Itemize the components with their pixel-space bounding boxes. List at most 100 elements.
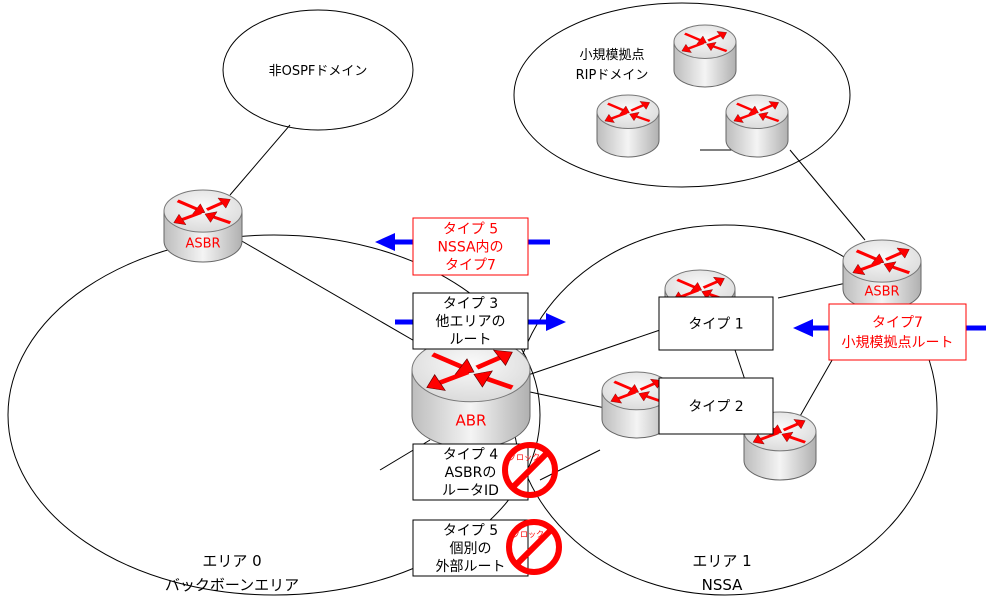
type4-block-sign: ブロック bbox=[502, 442, 558, 498]
arrow-head bbox=[492, 349, 513, 367]
area-1-label: NSSA bbox=[702, 576, 744, 594]
arrow-head bbox=[733, 113, 744, 123]
block-circle-icon bbox=[502, 442, 558, 498]
arrow-head bbox=[896, 247, 910, 259]
box-frame bbox=[658, 377, 774, 435]
arrow-shaft bbox=[684, 32, 701, 42]
area-0-label: バックボーンエリア bbox=[165, 576, 299, 594]
arrow-shaft bbox=[639, 382, 655, 391]
arrow-shaft bbox=[860, 261, 881, 271]
block-label: ブロック bbox=[508, 452, 540, 462]
router-label: ASBR bbox=[864, 284, 899, 299]
arrow-head bbox=[716, 31, 727, 40]
box-frame bbox=[828, 303, 967, 361]
non-ospf-domain bbox=[222, 9, 414, 131]
type5-block-sign: ブロック bbox=[506, 519, 562, 575]
non-ospf-domain-label: 非OSPFドメイン bbox=[269, 64, 368, 79]
arrow-head bbox=[781, 431, 794, 443]
rip-router-1 bbox=[673, 24, 737, 88]
rip-router-2 bbox=[596, 94, 660, 158]
type5-nssa-box-text: タイプ7 bbox=[445, 258, 496, 274]
router-label: ASBR bbox=[185, 236, 220, 251]
type3-box-text: 他エリアの bbox=[436, 314, 506, 330]
block-circle-icon bbox=[506, 519, 562, 575]
connection-line bbox=[527, 329, 661, 376]
block-label: ブロック bbox=[512, 529, 544, 539]
type5-nssa-box-text: NSSA内の bbox=[437, 240, 503, 256]
arrow-head bbox=[473, 370, 493, 388]
arrow-shaft bbox=[635, 115, 651, 123]
type4-box-text: タイプ 4 bbox=[443, 447, 498, 463]
router-arrows-icon bbox=[852, 247, 911, 275]
box-frame bbox=[412, 217, 529, 276]
box-frame bbox=[658, 296, 774, 351]
asbr-right-router: ASBR bbox=[842, 239, 922, 311]
rip-router-3 bbox=[725, 94, 789, 158]
type2-box-text: タイプ 2 bbox=[688, 399, 743, 415]
arrow-shaft bbox=[205, 201, 223, 211]
connection-line bbox=[229, 124, 291, 196]
router-arrows-icon bbox=[681, 31, 728, 53]
arrow-shaft bbox=[607, 102, 624, 112]
connection-line bbox=[239, 239, 431, 351]
arrow-head bbox=[604, 113, 615, 123]
arrow-shaft bbox=[782, 422, 799, 432]
arrow-shaft bbox=[438, 370, 470, 385]
arrow-left-icon bbox=[793, 319, 813, 337]
arrow-shaft bbox=[431, 352, 463, 369]
abr-router: ABR bbox=[411, 337, 531, 449]
arrow-head bbox=[701, 289, 714, 300]
router-label: ABR bbox=[456, 412, 487, 430]
arrow-head bbox=[629, 112, 640, 122]
routers-layer: ASBR ASBR ABR bbox=[163, 24, 922, 481]
arrow-shaft bbox=[707, 34, 721, 42]
arrow-shaft bbox=[617, 391, 637, 400]
area-0-boundary bbox=[7, 234, 541, 596]
arrow-shaft bbox=[891, 265, 911, 275]
arrow-shaft bbox=[176, 199, 198, 211]
arrow-head bbox=[883, 261, 897, 273]
arrow-left-icon bbox=[375, 233, 395, 251]
connection-line bbox=[794, 354, 836, 426]
router-arrows-icon bbox=[173, 197, 232, 225]
type1-box: タイプ 1 bbox=[658, 296, 774, 351]
arrow-shaft bbox=[475, 355, 502, 370]
type5-external-box-text: タイプ 5 bbox=[443, 523, 498, 539]
area-0-label: エリア 0 bbox=[202, 552, 261, 570]
arrow-shaft bbox=[702, 280, 718, 289]
rip-domain-label: 小規模拠点 bbox=[579, 48, 644, 63]
type7-left-arrow bbox=[793, 319, 830, 337]
router-arrows-icon bbox=[426, 349, 514, 391]
type3-box-text: ルート bbox=[450, 332, 492, 348]
lines-layer bbox=[229, 124, 866, 481]
arrow-shaft bbox=[736, 102, 753, 112]
box-frame bbox=[412, 292, 529, 350]
arrow-shaft bbox=[739, 111, 757, 120]
arrow-head bbox=[610, 393, 623, 404]
arrow-head bbox=[768, 101, 779, 110]
arrow-shaft bbox=[610, 111, 628, 120]
arrow-right-icon bbox=[546, 313, 566, 331]
arrow-head bbox=[426, 374, 446, 391]
connection-line bbox=[529, 391, 606, 409]
type5-left-arrow bbox=[375, 233, 414, 251]
type5-nssa-box-text: タイプ 5 bbox=[443, 222, 498, 238]
arrow-shaft bbox=[760, 431, 780, 441]
connection-line bbox=[734, 349, 746, 381]
type4-box-text: ASBRの bbox=[445, 465, 497, 481]
arrow-shaft bbox=[181, 211, 202, 221]
router-arrows-icon bbox=[604, 101, 651, 123]
arrow-shaft bbox=[712, 45, 728, 53]
router-arrows-icon bbox=[610, 378, 663, 404]
arrow-shaft bbox=[630, 104, 644, 112]
nssa-router-2 bbox=[601, 371, 673, 439]
arrow-head bbox=[639, 101, 650, 110]
type5-external-box-text: 外部ルート bbox=[436, 559, 506, 575]
